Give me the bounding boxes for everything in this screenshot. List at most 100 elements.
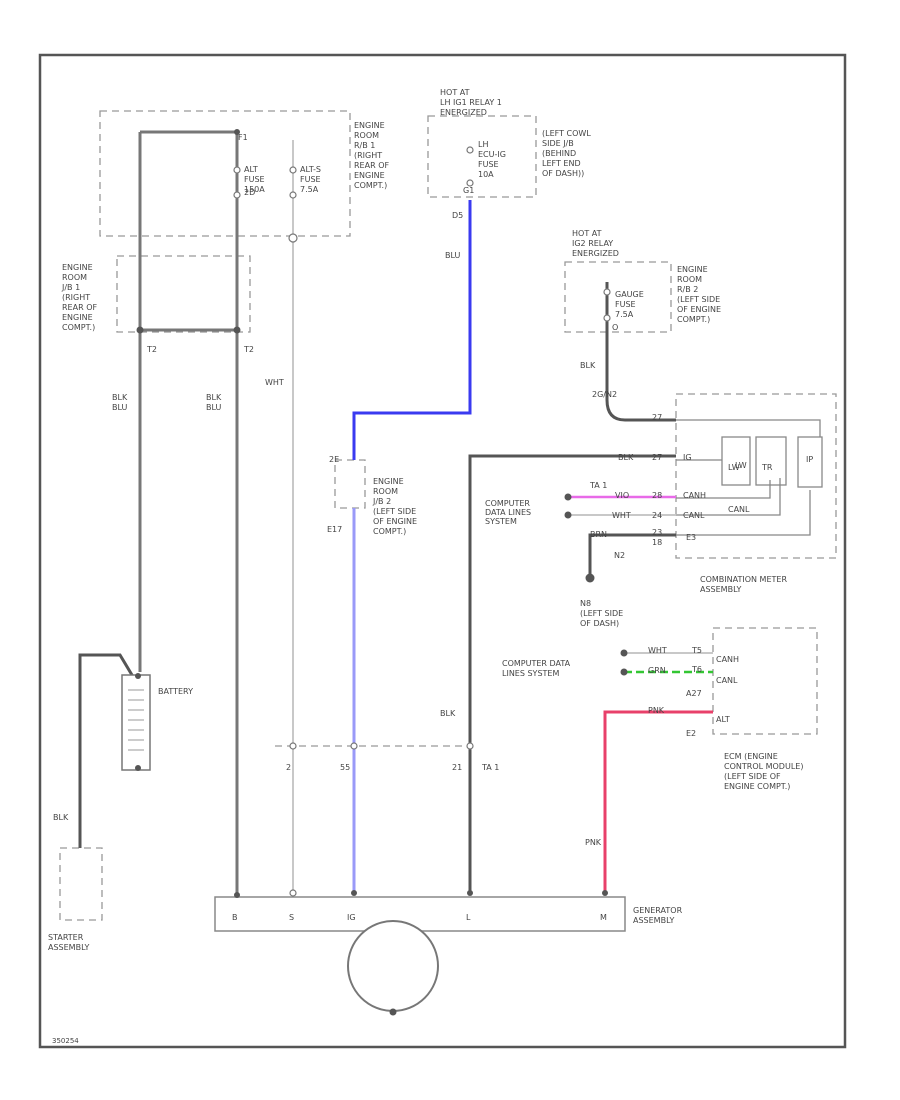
pin-e-2d: 2D <box>244 188 255 197</box>
can-connector-dot <box>564 493 572 501</box>
pin-e-alt: ALT <box>716 715 730 724</box>
engine-room-jb1-label: REAR OF <box>62 303 97 312</box>
lh-ecu-ig-fuse-label: LH <box>478 140 488 149</box>
engine-room-rb1-label: REAR OF <box>354 161 389 170</box>
junction-dot <box>234 129 240 135</box>
combination-meter-label: COMBINATION METER <box>700 575 787 584</box>
ground-n8-label: N8 <box>580 599 591 608</box>
alt-s-fuse-symbol <box>289 166 297 199</box>
engine-room-jb1-label: ENGINE <box>62 263 93 272</box>
pin-e-l: L <box>466 913 471 922</box>
engine-room-rb1-label: ENGINE <box>354 121 385 130</box>
meter-internals <box>676 419 823 536</box>
engine-room-jb1-label: ENGINE <box>62 313 93 322</box>
cowl-jb-label: LEFT END <box>542 159 581 168</box>
battery-symbol <box>121 673 151 771</box>
gauge-fuse-label: GAUGE <box>615 290 644 299</box>
ground-n8-icon <box>585 573 595 583</box>
meter-internal-lo: LW <box>728 463 740 472</box>
alt-s-fuse-label: 7.5A <box>300 185 319 194</box>
engine-room-rb1-label: R/B 1 <box>354 141 375 150</box>
lh-ecu-ig-fuse-label: ECU-IG <box>478 150 506 159</box>
pin-e-f1: F1 <box>238 133 248 142</box>
connector-pin <box>350 742 358 750</box>
connector-pin <box>466 742 474 750</box>
gauge-fuse-label: FUSE <box>615 300 636 309</box>
can-connector-dot <box>564 511 572 519</box>
cowl-jb-label: SIDE J/B <box>542 139 574 148</box>
meter-internal-ip: IP <box>806 455 813 464</box>
pin-e-e3: E3 <box>686 533 696 542</box>
wire-color-alt-out: BLK <box>206 393 222 402</box>
engine-room-rb2-box <box>564 261 672 333</box>
combination-meter-label: ASSEMBLY <box>700 585 741 594</box>
pin-e-o: O <box>612 323 618 332</box>
cowl-jb-label: (LEFT COWL <box>542 129 591 138</box>
pin-e-2e: 2E <box>329 455 339 464</box>
wire-color-lamp: BLK <box>440 709 456 718</box>
wire-ig-blue <box>352 200 472 460</box>
wire-color-ecm-canl: GRN <box>648 666 666 675</box>
engine-room-jb2-label: J/B 2 <box>372 497 391 506</box>
generator-pin-l <box>467 890 473 896</box>
engine-room-jb2-label: ROOM <box>373 487 398 496</box>
pin-e-e17: E17 <box>327 525 342 534</box>
cowl-jb-label: OF DASH)) <box>542 169 584 178</box>
ground-n8-label: (LEFT SIDE <box>580 609 623 618</box>
computer-data-lines-2-label: COMPUTER DATA <box>502 659 571 668</box>
alt-s-fuse-label: ALT-S <box>300 165 321 174</box>
engine-room-rb1-label: (RIGHT <box>354 151 382 160</box>
meter-internal-canl: CANL <box>728 505 750 514</box>
wire-color-meter-l: BLK <box>618 453 634 462</box>
starter-label: STARTER <box>48 933 84 942</box>
engine-room-rb2-label: COMPT.) <box>677 315 710 324</box>
pin-e-t6: T6 <box>691 665 702 674</box>
pin-e-canh2: CANH <box>716 655 739 664</box>
cowl-jb-label: (BEHIND <box>542 149 576 158</box>
pin-e-24: 24 <box>652 511 662 520</box>
ecm-box <box>712 627 818 735</box>
engine-room-jb2-label: (LEFT SIDE <box>373 507 416 516</box>
wire-color-alt-s: WHT <box>265 378 284 387</box>
pin-e-m: M <box>600 913 607 922</box>
pin-e-27b: 27 <box>652 453 662 462</box>
pin-e-t2: T2 <box>146 345 157 354</box>
pin-e-canl2: CANL <box>716 676 738 685</box>
wire-color-ig: BLU <box>445 251 461 260</box>
pin-e-a27: A27 <box>686 689 702 698</box>
wire-color-can-l: WHT <box>612 511 631 520</box>
junction-dot <box>233 326 241 334</box>
ecm-label: (LEFT SIDE OF <box>724 772 781 781</box>
wire-color-starter: BLK <box>53 813 69 822</box>
wire-color-gauge: BLK <box>580 361 596 370</box>
wire-color-ecm-canh: WHT <box>648 646 667 655</box>
ecm-label: ECM (ENGINE <box>724 752 778 761</box>
engine-room-jb2-label: OF ENGINE <box>373 517 417 526</box>
engine-room-rb2-label: ROOM <box>677 275 702 284</box>
hot-at-1-label: ENERGIZED <box>440 108 487 117</box>
hot-at-1-label: LH IG1 RELAY 1 <box>440 98 502 107</box>
computer-data-lines-1-label: DATA LINES <box>485 508 531 517</box>
pin-e-b: B <box>232 913 238 922</box>
generator-label: GENERATOR <box>633 906 683 915</box>
generator-label: ASSEMBLY <box>633 916 674 925</box>
pin-e-21: 21 <box>452 763 462 772</box>
battery-label: BATTERY <box>158 687 193 696</box>
pin-e-s: S <box>289 913 294 922</box>
computer-data-lines-1-label: COMPUTER <box>485 499 530 508</box>
footer-code: 350254 <box>52 1037 79 1045</box>
generator-ground-dot <box>389 1008 397 1016</box>
alt-s-fuse-label: FUSE <box>300 175 321 184</box>
wire-color-can-h: VIO <box>615 491 629 500</box>
generator-pin-s <box>289 889 297 897</box>
meter-internal-tr: TR <box>761 463 773 472</box>
alt-fuse-label: 150A <box>244 185 265 194</box>
pin-e-ig: IG <box>683 453 692 462</box>
wire-color-alt-out: BLU <box>206 403 222 412</box>
hot-at-1-label: HOT AT <box>440 88 470 97</box>
wire-ecm-alt <box>603 710 713 895</box>
cowl-jb-box <box>427 115 537 198</box>
ecm-label: CONTROL MODULE) <box>724 762 803 771</box>
hot-at-2-label: IG2 RELAY <box>572 239 613 248</box>
